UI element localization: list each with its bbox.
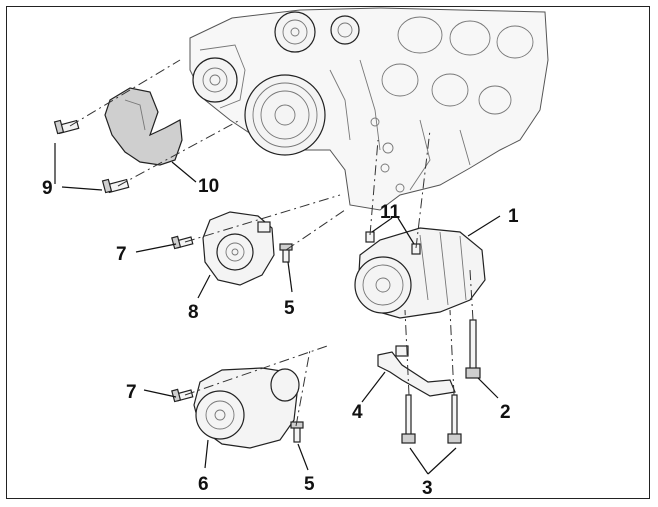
callout-10: 10 bbox=[198, 176, 219, 197]
bolt-part-7-lower bbox=[171, 388, 194, 403]
callout-5-upper: 5 bbox=[284, 298, 295, 319]
bracket-part-4 bbox=[377, 345, 456, 397]
pump-part-6 bbox=[193, 367, 300, 449]
leader-lines bbox=[54, 143, 501, 475]
pump-part-8 bbox=[202, 211, 275, 286]
callout-5-lower: 5 bbox=[304, 474, 315, 495]
callout-8: 8 bbox=[188, 302, 199, 323]
bolt-part-2 bbox=[465, 319, 481, 379]
callout-7-lower: 7 bbox=[126, 382, 137, 403]
heat-shield-part-10 bbox=[104, 87, 183, 166]
callout-11: 11 bbox=[380, 202, 401, 223]
alignment-lines bbox=[69, 59, 474, 427]
callout-6: 6 bbox=[198, 474, 209, 495]
callout-7-upper: 7 bbox=[116, 244, 127, 265]
callout-3: 3 bbox=[422, 478, 433, 499]
bolt-part-7-upper bbox=[171, 235, 194, 250]
callout-1: 1 bbox=[508, 206, 519, 227]
callout-9: 9 bbox=[42, 178, 53, 199]
callout-labels: 1 2 3 4 5 5 6 7 7 8 9 10 11 bbox=[42, 176, 519, 499]
bolt-part-3-left bbox=[401, 394, 416, 444]
bolt-part-3-right bbox=[447, 394, 462, 444]
engine-block bbox=[189, 7, 549, 211]
bolt-part-5-lower bbox=[290, 421, 304, 443]
compressor-part-1 bbox=[354, 227, 486, 319]
callout-4: 4 bbox=[352, 402, 363, 423]
bolt-part-9-lower bbox=[101, 178, 130, 194]
callout-2: 2 bbox=[500, 402, 511, 423]
